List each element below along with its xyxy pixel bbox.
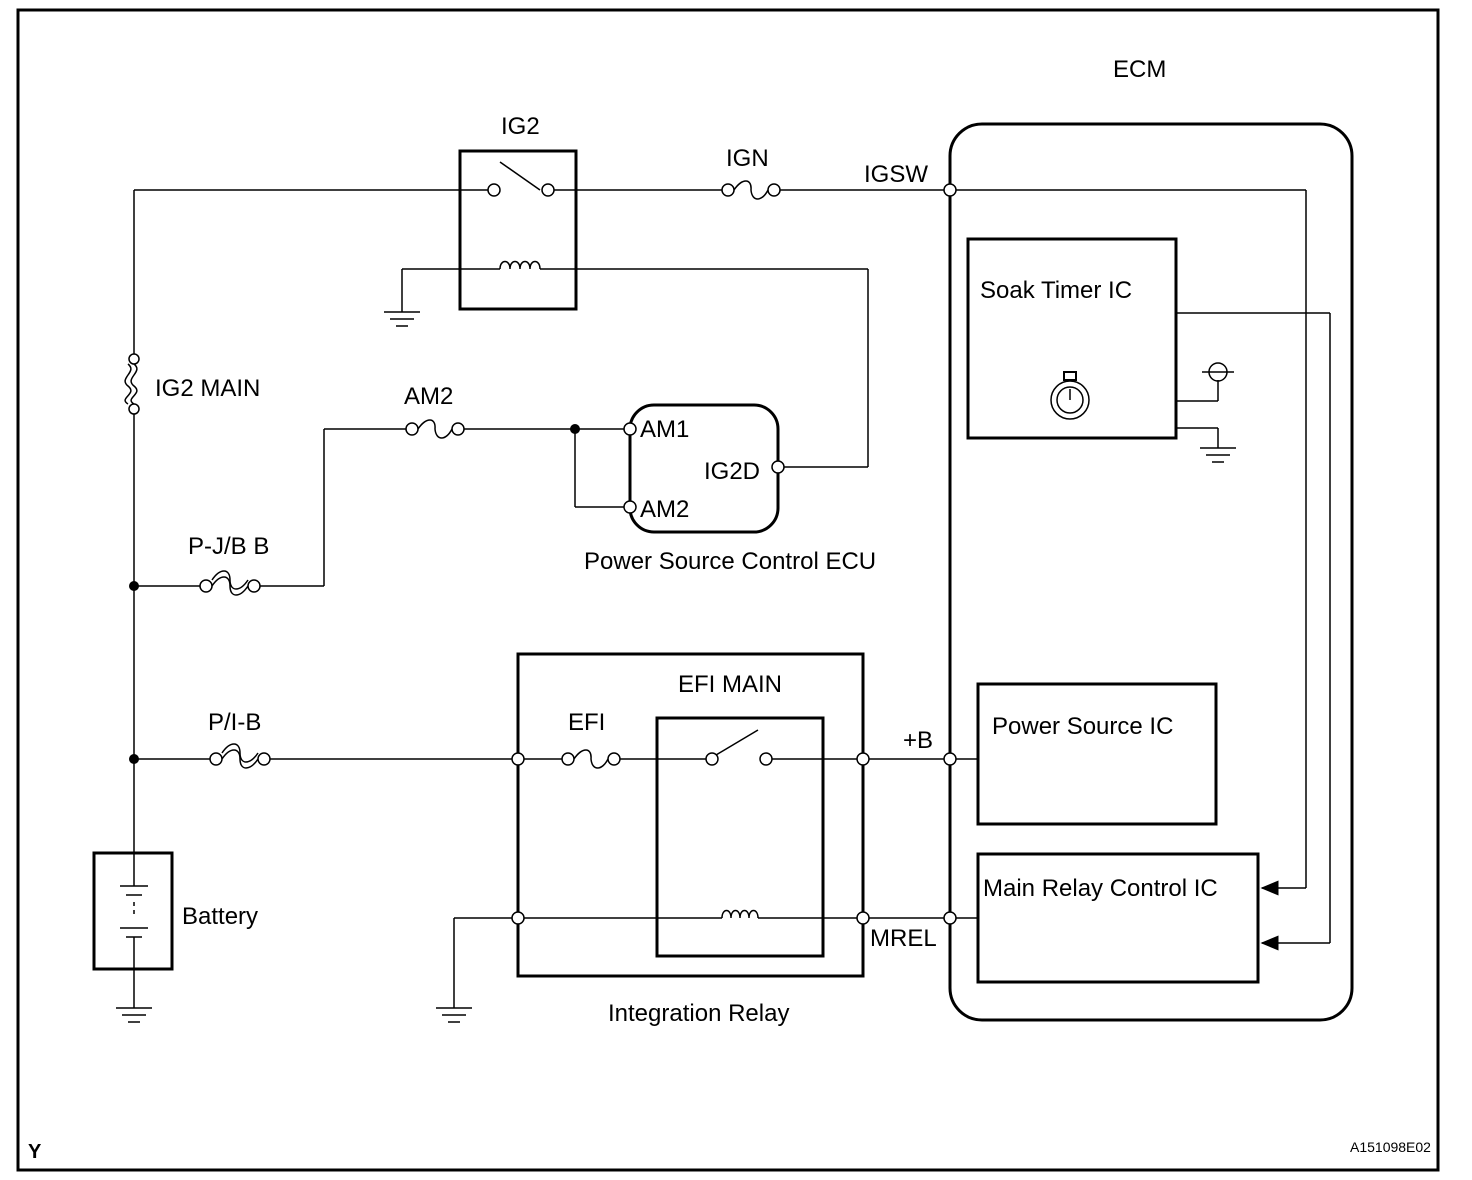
soak-timer-ic-box (966, 237, 1178, 440)
main-relay-control-ic-label: Main Relay Control IC (983, 875, 1218, 902)
ecm-label: ECM (1113, 56, 1166, 83)
power-source-control-ecu-label: Power Source Control ECU (584, 548, 876, 575)
main-relay-control-ic-box (976, 852, 1260, 984)
battery (92, 851, 174, 971)
efi-main-relay-label: EFI MAIN (678, 671, 782, 698)
stopwatch-icon (1050, 371, 1090, 420)
ig2-main-fuse-label: IG2 MAIN (155, 375, 260, 402)
soak-timer-power-supply-symbol (1176, 362, 1234, 402)
plus-b-terminal-label: +B (903, 727, 933, 754)
power-source-ic-box (976, 682, 1218, 826)
ground-symbol-ig2 (384, 268, 460, 327)
am2-fuse-label: AM2 (404, 383, 453, 410)
soak-timer-ic-label: Soak Timer IC (980, 277, 1132, 304)
pjb-b-fuse-label: P-J/B B (188, 533, 269, 560)
wires (133, 189, 1331, 943)
pjb-b-fuse-symbol (129, 570, 261, 596)
power-source-ic-label: Power Source IC (992, 713, 1173, 740)
am1-terminal-label: AM1 (640, 416, 689, 443)
ig2-relay-label: IG2 (501, 113, 540, 140)
battery-label: Battery (182, 903, 258, 930)
ig2-relay (458, 149, 578, 311)
ground-symbol-battery (116, 969, 152, 1023)
integration-relay-label: Integration Relay (608, 1000, 789, 1027)
ig2-main-fuse-symbol (124, 353, 140, 415)
ground-symbol-integration-relay (436, 917, 518, 1023)
ign-fuse-symbol (721, 180, 781, 200)
ecm-box (943, 122, 1354, 1022)
efi-fuse-label: EFI (568, 709, 605, 736)
mrel-terminal-label: MREL (870, 925, 937, 952)
figure-id: A151098E02 (1350, 1139, 1431, 1155)
am2-terminal-label: AM2 (640, 496, 689, 523)
ign-fuse-label: IGN (726, 145, 769, 172)
pib-fuse-symbol (129, 743, 271, 769)
corner-letter: Y (28, 1141, 42, 1163)
am2-fuse-symbol (405, 419, 465, 439)
power-source-control-ecu-box (623, 403, 785, 534)
igsw-terminal-label: IGSW (864, 161, 928, 188)
ig2d-terminal-label: IG2D (704, 458, 760, 485)
pib-fuse-label: P/I-B (208, 709, 261, 736)
integration-relay-box (511, 652, 870, 978)
diagram-frame (16, 8, 1440, 1172)
ground-symbol-soak-timer (1176, 427, 1236, 463)
am2-junction (570, 424, 580, 434)
